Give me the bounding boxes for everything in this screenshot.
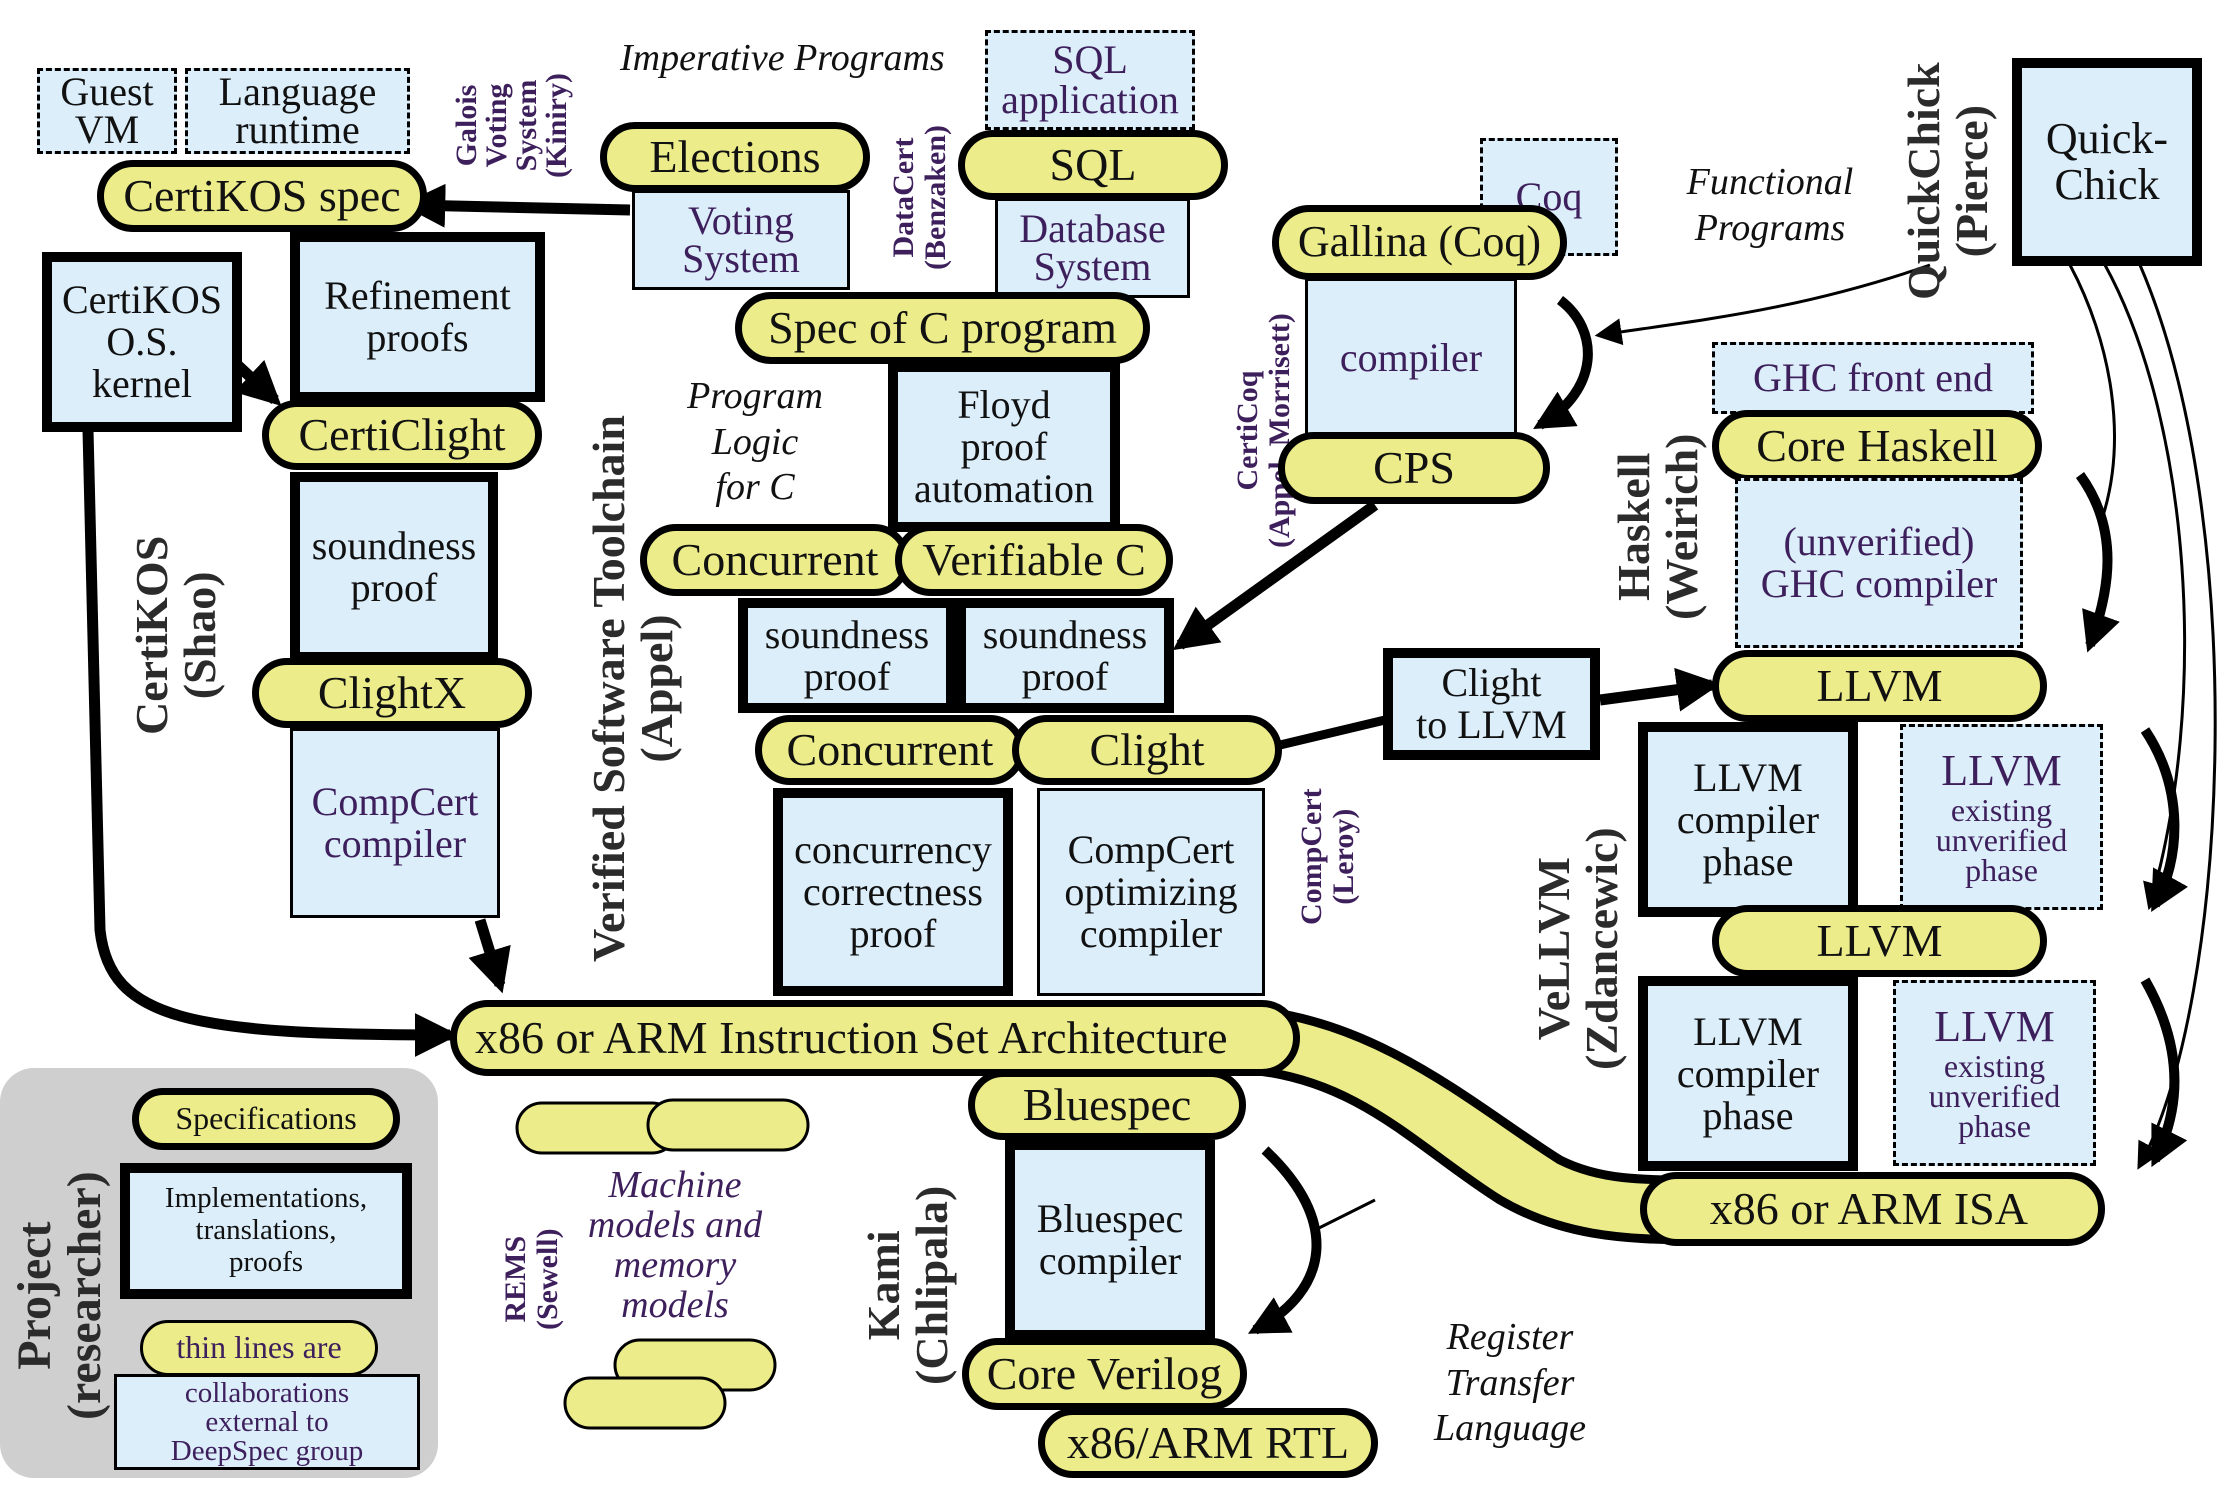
core-haskell-spec: Core Haskell xyxy=(1712,410,2042,482)
certicoq-compiler-box: compiler xyxy=(1305,278,1517,438)
arrow-clight-to-llvmbox xyxy=(1278,715,1387,750)
thin-quickchick-to-isa xyxy=(2137,264,2217,1170)
legend-specifications: Specifications xyxy=(132,1088,400,1150)
vlabel-rems: REMS(Sewell) xyxy=(499,1228,564,1330)
thin-quickchick-to-compiler xyxy=(1594,263,1931,346)
arrow-compcert-to-isa xyxy=(468,918,511,994)
thin-quickchick-to-ghc xyxy=(2068,264,2116,526)
vlabel-project: Project(researcher) xyxy=(8,1171,112,1420)
elections-spec: Elections xyxy=(600,122,870,192)
clightx-spec: ClightX xyxy=(252,658,532,728)
isa-main-spec: x86 or ARM Instruction Set Architecture xyxy=(450,1000,1300,1076)
llvm-spec-1: LLVM xyxy=(1712,650,2047,722)
core-verilog-spec: Core Verilog xyxy=(962,1338,1247,1410)
vlabel-certikos: CertiKOS(Shao) xyxy=(126,535,226,735)
certikos-spec: CertiKOS spec xyxy=(97,160,427,232)
ghc-front-end-box: GHC front end xyxy=(1712,342,2034,414)
arrow-bluespec-to-verilog xyxy=(1247,1146,1322,1335)
machine-model-pill-2 xyxy=(646,1098,810,1152)
machine-model-pill-4 xyxy=(563,1376,727,1430)
bluespec-spec: Bluespec xyxy=(968,1070,1246,1140)
arrow-llvmbox-to-llvm xyxy=(1599,667,1721,712)
cps-spec: CPS xyxy=(1278,432,1550,504)
legend-implementations: Implementations,translations,proofs xyxy=(120,1163,412,1299)
vlabel-kami: Kami(Chlipala) xyxy=(858,1185,958,1385)
llvm-spec-2: LLVM xyxy=(1712,905,2047,977)
gallina-spec: Gallina (Coq) xyxy=(1272,205,1567,280)
concurrent-spec-bottom: Concurrent xyxy=(755,715,1025,785)
arrow-llvm1-to-llvm2 xyxy=(2140,727,2189,912)
concurrent-spec-top: Concurrent xyxy=(640,524,910,596)
clight-spec: Clight xyxy=(1012,715,1282,785)
tick-bluespec xyxy=(1314,1198,1376,1232)
arrow-cps-to-clight xyxy=(1172,500,1379,651)
vlabel-datacert: DataCert(Benzaken) xyxy=(887,125,952,270)
spec-c-program: Spec of C program xyxy=(735,292,1150,364)
vlabel-vellvm: VeLLVM(Zdancewic) xyxy=(1528,827,1628,1070)
arrow-ghc-to-llvm xyxy=(2075,472,2120,653)
quickchick-box: Quick-Chick xyxy=(2012,58,2202,266)
vlabel-certicoq: CertiCoq(Appel, Morrisett) xyxy=(1231,313,1296,548)
vlabel-compcert: CompCert(Leroy) xyxy=(1295,788,1360,925)
isa-right-spec: x86 or ARM ISA xyxy=(1640,1172,2105,1246)
ghc-compiler-box: (unverified)GHC compiler xyxy=(1735,478,2023,648)
vlabel-vst: Verified Software Toolchain(Appel) xyxy=(583,415,683,962)
label-imperative-programs: Imperative Programs xyxy=(620,37,945,79)
sql-spec: SQL xyxy=(958,130,1228,200)
legend-thin-lines: thin lines are xyxy=(140,1320,378,1376)
arrow-llvm2-to-isa xyxy=(2140,977,2188,1168)
certiclight-spec: CertiClight xyxy=(262,400,542,470)
arrow-compiler-to-cps xyxy=(1533,296,1593,430)
vlabel-haskell: Haskell(Weirich) xyxy=(1608,433,1708,621)
rtl-spec: x86/ARM RTL xyxy=(1038,1408,1378,1478)
arrow-voting-to-certikos xyxy=(401,183,631,228)
isa-ribbon xyxy=(1245,1005,1705,1245)
verifiable-c-spec: Verifiable C xyxy=(895,524,1173,596)
arrow-kernel-to-isa xyxy=(82,429,459,1057)
vlabel-quickchick: QuickChick(Pierce) xyxy=(1898,62,1998,300)
